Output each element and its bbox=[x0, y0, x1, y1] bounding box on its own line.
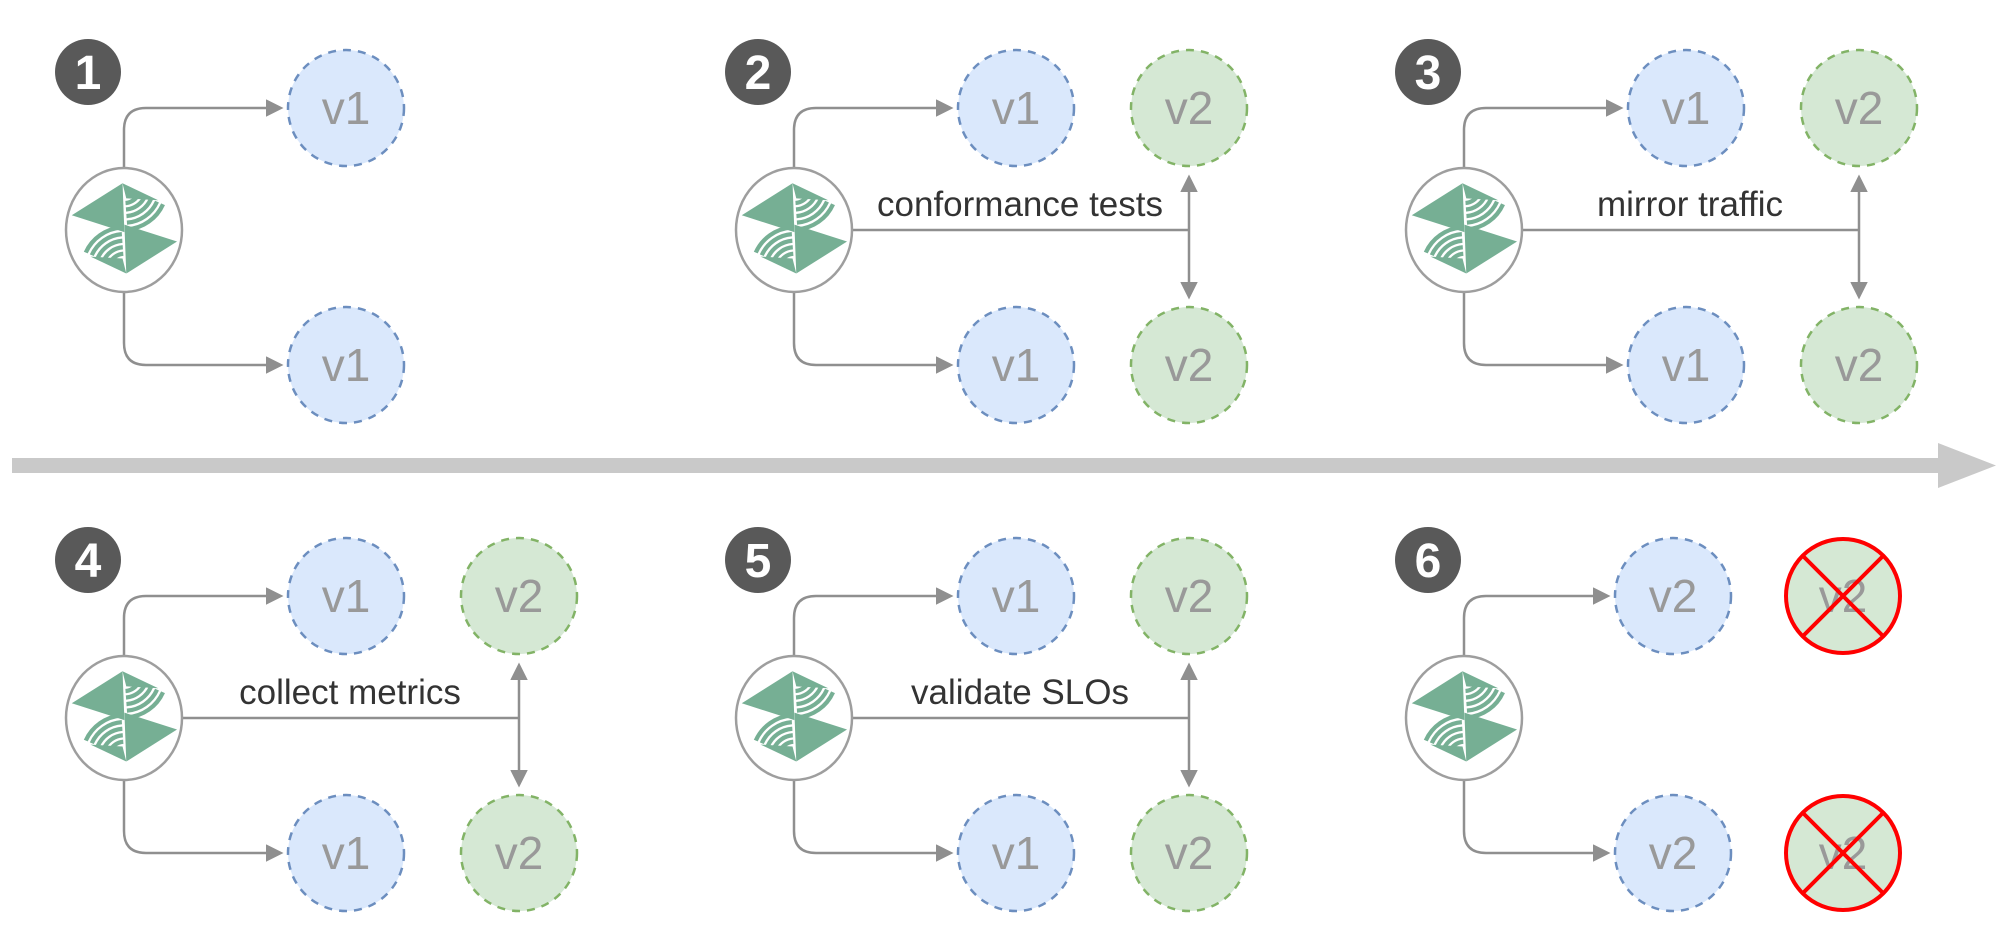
canary-pod-bottom-label: v2 bbox=[495, 827, 544, 879]
canary-pod-top-label: v2 bbox=[495, 570, 544, 622]
step-badge-number: 3 bbox=[1415, 47, 1442, 100]
step-badge-number: 5 bbox=[745, 535, 772, 588]
edge-to-top-primary bbox=[122, 587, 284, 656]
canary-pod-bottom bbox=[459, 793, 579, 913]
canary-pod-bottom bbox=[1799, 305, 1919, 425]
timeline-arrow-shaft bbox=[12, 458, 1938, 473]
primary-pod-bottom bbox=[286, 793, 406, 913]
primary-pod-bottom-label: v1 bbox=[322, 827, 371, 879]
primary-pod-bottom-label: v2 bbox=[1649, 827, 1698, 879]
primary-pod-top-label: v1 bbox=[992, 570, 1041, 622]
primary-pod-bottom bbox=[286, 305, 406, 425]
canary-pod-top bbox=[1799, 48, 1919, 168]
canary-pod-bottom bbox=[1129, 793, 1249, 913]
step-badge bbox=[1395, 39, 1461, 105]
edge-to-top-primary bbox=[122, 99, 284, 168]
step-badge-number: 2 bbox=[745, 47, 772, 100]
canary-pod-bottom-label: v2 bbox=[1835, 339, 1884, 391]
terminated-canary-bottom: v2 bbox=[1784, 794, 1902, 912]
primary-pod-top bbox=[1613, 536, 1733, 656]
canary-pod-bottom-label: v2 bbox=[1165, 827, 1214, 879]
canary-pod-top bbox=[1129, 536, 1249, 656]
step-panel-2: v1 v2 v1 v2 conformance tests 2 bbox=[725, 39, 1249, 425]
edge-to-top-primary bbox=[792, 587, 954, 656]
x-mark-icon bbox=[1801, 554, 1885, 638]
primary-pod-top-label: v1 bbox=[992, 82, 1041, 134]
canary-pod-top-label: v2 bbox=[1835, 82, 1884, 134]
step-badge-number: 4 bbox=[75, 535, 102, 588]
step-badge bbox=[55, 527, 121, 593]
step-badge-number: 6 bbox=[1415, 535, 1442, 588]
primary-pod-bottom bbox=[1626, 305, 1746, 425]
step-panel-3: v1 v2 v1 v2 mirror traffic 3 bbox=[1395, 39, 1919, 425]
edge-to-bottom-primary bbox=[1462, 780, 1611, 862]
action-label: mirror traffic bbox=[1597, 185, 1783, 224]
action-label: conformance tests bbox=[877, 185, 1163, 224]
primary-pod-top bbox=[956, 48, 1076, 168]
primary-pod-top-label: v1 bbox=[322, 570, 371, 622]
primary-pod-bottom bbox=[1613, 793, 1733, 913]
primary-pod-bottom-label: v1 bbox=[992, 827, 1041, 879]
step-panel-4: v1 v2 v1 v2 collect metrics 4 bbox=[55, 527, 579, 913]
edge-to-bottom-primary bbox=[122, 780, 284, 862]
primary-pod-bottom bbox=[956, 793, 1076, 913]
primary-pod-top bbox=[286, 48, 406, 168]
primary-pod-top-label: v1 bbox=[1662, 82, 1711, 134]
primary-pod-bottom-label: v1 bbox=[1662, 339, 1711, 391]
primary-pod-top bbox=[286, 536, 406, 656]
primary-pod-top bbox=[1626, 48, 1746, 168]
primary-pod-top bbox=[956, 536, 1076, 656]
primary-pod-bottom bbox=[956, 305, 1076, 425]
step-badge-number: 1 bbox=[75, 47, 102, 100]
x-mark-icon bbox=[1801, 811, 1885, 895]
step-badge bbox=[725, 39, 791, 105]
primary-pod-bottom-label: v1 bbox=[992, 339, 1041, 391]
action-label: validate SLOs bbox=[911, 673, 1129, 712]
step-panel-5: v1 v2 v1 v2 validate SLOs 5 bbox=[725, 527, 1249, 913]
canary-pod-top bbox=[459, 536, 579, 656]
step-panel-6: v2 v2 v2 v2 6 bbox=[1395, 527, 1902, 913]
edge-to-top-primary bbox=[792, 99, 954, 168]
edge-to-top-primary bbox=[1462, 99, 1624, 168]
timeline-arrow bbox=[12, 443, 1996, 488]
step-badge bbox=[1395, 527, 1461, 593]
canary-pod-top-label: v2 bbox=[1165, 82, 1214, 134]
canary-pod-bottom bbox=[1129, 305, 1249, 425]
edge-to-bottom-primary bbox=[792, 292, 954, 374]
step-panel-1: v1 v1 1 bbox=[55, 39, 406, 425]
primary-pod-top-label: v2 bbox=[1649, 570, 1698, 622]
edge-to-bottom-primary bbox=[122, 292, 284, 374]
canary-pod-top bbox=[1129, 48, 1249, 168]
step-badge bbox=[55, 39, 121, 105]
canary-pod-bottom-label: v2 bbox=[1165, 339, 1214, 391]
primary-pod-bottom-label: v1 bbox=[322, 339, 371, 391]
timeline-arrow-head bbox=[1938, 443, 1996, 488]
edge-to-top-primary bbox=[1462, 587, 1611, 656]
primary-pod-top-label: v1 bbox=[322, 82, 371, 134]
edge-to-bottom-primary bbox=[792, 780, 954, 862]
canary-pod-top-label: v2 bbox=[1165, 570, 1214, 622]
step-badge bbox=[725, 527, 791, 593]
action-label: collect metrics bbox=[239, 673, 461, 712]
edge-to-bottom-primary bbox=[1462, 292, 1624, 374]
terminated-canary-top: v2 bbox=[1784, 537, 1902, 655]
